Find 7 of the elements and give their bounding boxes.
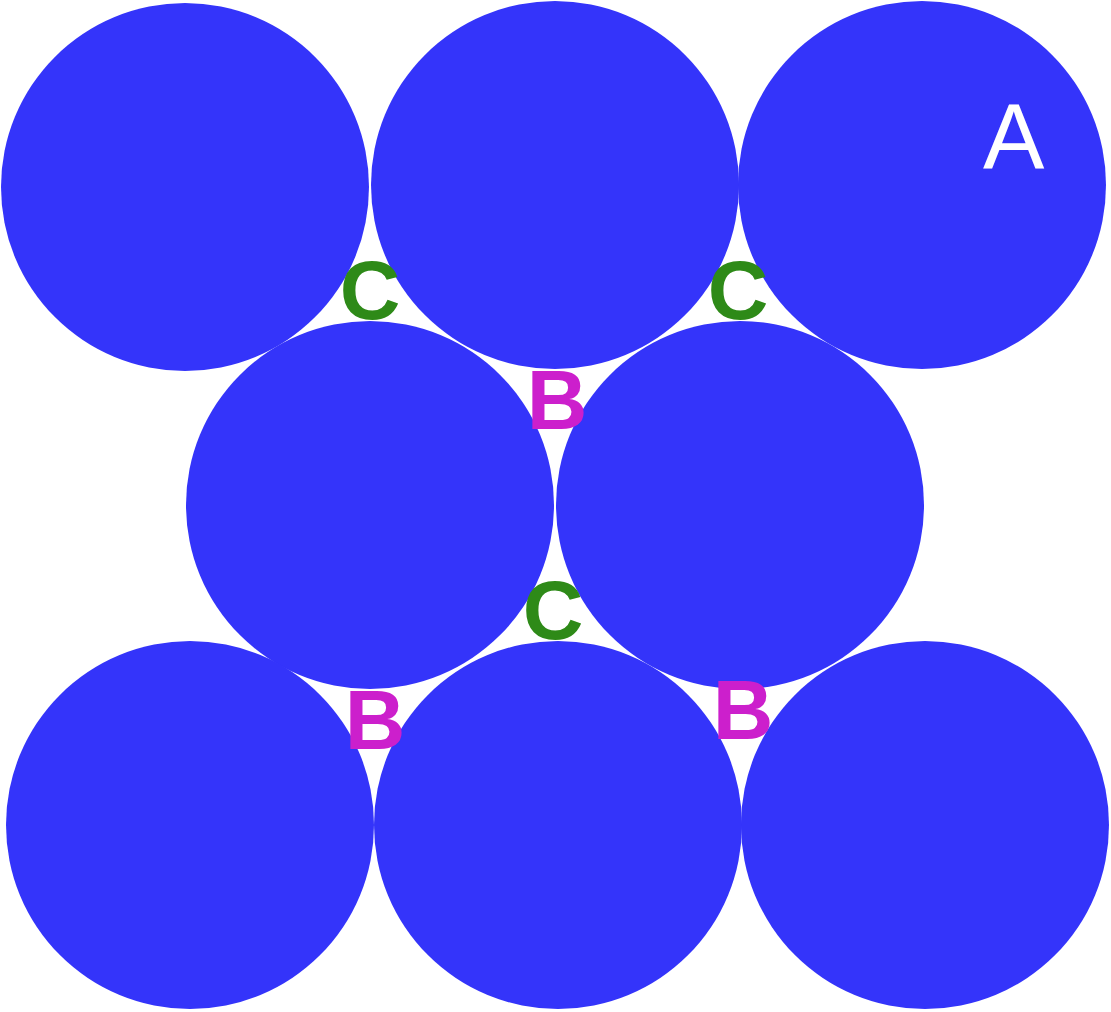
layer-label: A	[983, 91, 1045, 183]
void-label: C	[339, 248, 401, 332]
void-label: C	[522, 568, 584, 652]
void-label: B	[526, 358, 588, 442]
void-label: B	[712, 668, 774, 752]
void-label: B	[344, 678, 406, 762]
void-label: C	[707, 248, 769, 332]
